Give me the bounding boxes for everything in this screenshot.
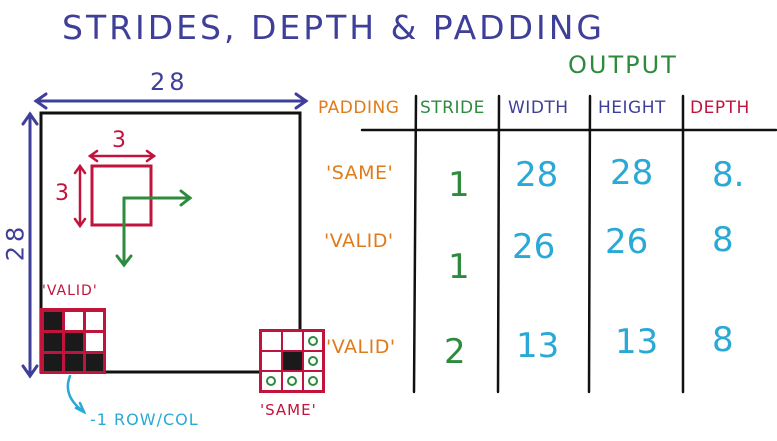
valid-filter-grid: [40, 308, 106, 374]
row1-width: 28: [515, 155, 559, 195]
header-height: HEIGHT: [598, 98, 666, 118]
header-width: WIDTH: [508, 98, 569, 118]
row3-depth: 8: [712, 320, 734, 360]
row2-height: 26: [605, 222, 649, 262]
row1-depth: 8.: [712, 155, 745, 195]
filter-width-label: 3: [112, 128, 126, 153]
diagram-title: STRIDES, DEPTH & PADDING: [62, 8, 605, 47]
filter-square: [73, 149, 157, 229]
output-label: OUTPUT: [568, 51, 678, 79]
filter-height-label: 3: [55, 181, 69, 206]
row1-stride: 1: [448, 165, 470, 205]
header-stride: STRIDE: [420, 98, 485, 118]
row1-padding: 'SAME': [326, 162, 394, 184]
table-grid: [360, 94, 777, 394]
row2-padding: 'VALID': [324, 230, 394, 252]
stride-arrows: [115, 189, 193, 268]
height-label: 28: [1, 222, 30, 262]
row2-stride: 1: [448, 247, 470, 287]
width-label: 28: [150, 68, 189, 96]
row1-height: 28: [610, 153, 654, 193]
valid-label: 'VALID': [42, 283, 98, 299]
row2-depth: 8: [712, 220, 734, 260]
row3-padding: 'VALID': [326, 336, 396, 358]
row3-height: 13: [615, 322, 659, 362]
row3-stride: 2: [444, 332, 466, 372]
header-depth: DEPTH: [690, 98, 750, 118]
same-filter-grid: [259, 329, 325, 393]
loss-arrow: [66, 374, 87, 415]
row3-width: 13: [516, 326, 560, 366]
input-square: [39, 111, 302, 374]
header-padding: PADDING: [318, 98, 400, 118]
same-label: 'SAME': [260, 401, 317, 419]
row2-width: 26: [512, 227, 556, 267]
width-arrow: [33, 92, 309, 110]
loss-label: -1 ROW/COL: [90, 410, 199, 429]
height-arrow: [21, 111, 39, 379]
